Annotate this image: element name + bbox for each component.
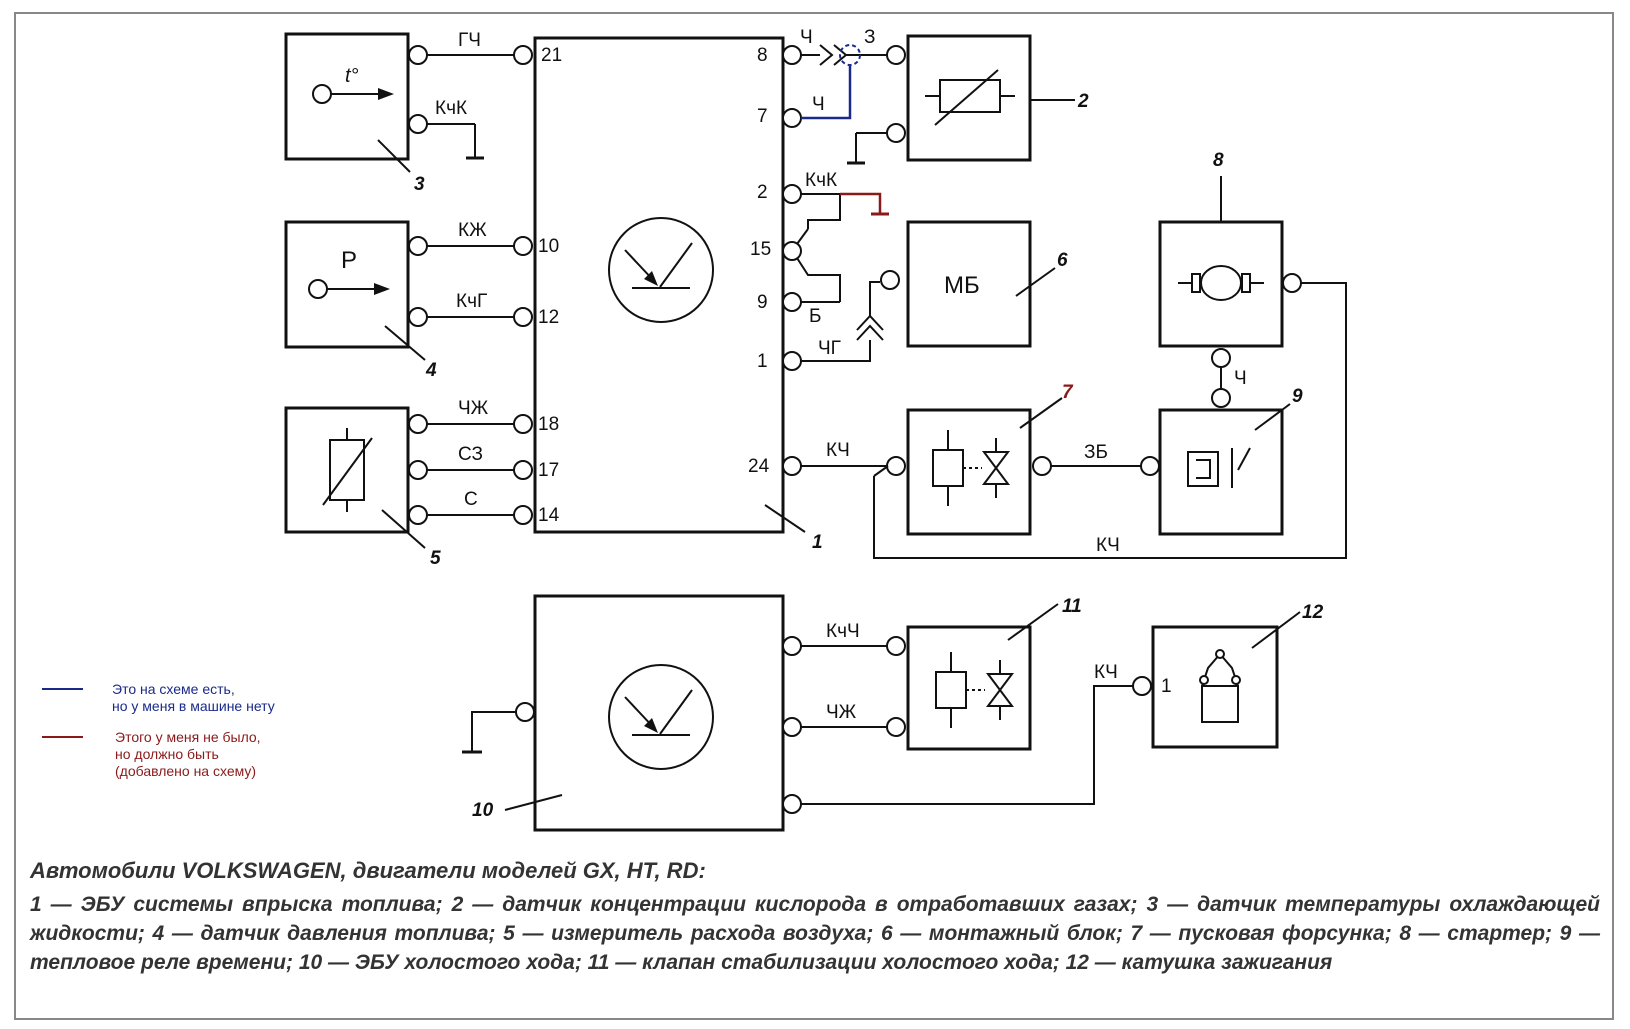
wire-kzh: КЖ bbox=[458, 220, 487, 241]
ecu-10-symbol bbox=[608, 664, 714, 770]
pin-9: 9 bbox=[757, 292, 768, 313]
legend-red-line1: Этого у меня не было, bbox=[115, 729, 261, 745]
caption-title: Автомобили VOLKSWAGEN, двигатели моделей… bbox=[30, 858, 706, 883]
pressure-sensor-box bbox=[284, 220, 410, 349]
thermal-relay-number: 9 bbox=[1292, 386, 1303, 407]
legend-red-line3: (добавлено на схему) bbox=[115, 763, 256, 779]
temp-sensor-number: 3 bbox=[414, 174, 425, 195]
mounting-block-label: МБ bbox=[944, 272, 980, 299]
wire-ch-7: Ч bbox=[812, 94, 825, 115]
pin-14: 14 bbox=[538, 505, 560, 526]
pressure-sensor-number: 4 bbox=[425, 360, 437, 381]
pressure-symbol: P bbox=[341, 247, 357, 274]
pin-10: 10 bbox=[538, 236, 559, 257]
wire-kchk-1: КчК bbox=[435, 98, 467, 119]
pin-1: 1 bbox=[757, 351, 768, 372]
temp-sensor-box bbox=[284, 32, 410, 161]
pin-7: 7 bbox=[757, 106, 768, 127]
pin-21: 21 bbox=[541, 45, 562, 66]
page-frame bbox=[14, 12, 1614, 1020]
legend-red-line2: но должно быть bbox=[115, 746, 219, 762]
ignition-coil-number: 12 bbox=[1302, 602, 1324, 623]
wire-chzh: ЧЖ bbox=[458, 398, 489, 419]
wire-kchg: КчГ bbox=[456, 291, 487, 312]
wire-kch-bottom: КЧ bbox=[1096, 535, 1120, 556]
red-wire bbox=[840, 192, 882, 214]
idle-valve-box bbox=[906, 625, 1032, 751]
wire-zb: ЗБ bbox=[1084, 442, 1108, 463]
wire-chzh-2: ЧЖ bbox=[826, 702, 857, 723]
start-injector-box bbox=[906, 408, 1032, 536]
ecu-1-number: 1 bbox=[812, 532, 823, 553]
legend-blue-line1: Это на схеме есть, bbox=[112, 681, 235, 697]
blue-wire bbox=[801, 65, 852, 120]
mounting-block-box bbox=[906, 220, 1032, 348]
caption-body: 1 — ЭБУ системы впрыска топлива; 2 — дат… bbox=[30, 893, 1600, 974]
start-injector-number: 7 bbox=[1062, 382, 1074, 403]
wire-kchch: КчЧ bbox=[826, 621, 860, 642]
pin-2: 2 bbox=[757, 182, 768, 203]
wire-kch-coil: КЧ bbox=[1094, 662, 1118, 683]
coil-pin-1: 1 bbox=[1161, 676, 1172, 697]
oxygen-sensor-number: 2 bbox=[1077, 91, 1089, 112]
pin-18: 18 bbox=[538, 414, 559, 435]
starter-number: 8 bbox=[1213, 150, 1224, 171]
wire-gch: ГЧ bbox=[458, 30, 481, 51]
wire-kch-24: КЧ bbox=[826, 440, 850, 461]
wire-s: С bbox=[464, 489, 478, 510]
pin-8: 8 bbox=[757, 45, 768, 66]
legend-blue-line2: но у меня в машине нету bbox=[112, 698, 275, 714]
wire-kchk-2: КчК bbox=[805, 170, 837, 191]
figure-caption: Автомобили VOLKSWAGEN, двигатели моделей… bbox=[30, 858, 1600, 977]
starter-motor-symbol bbox=[1200, 265, 1242, 301]
air-flow-meter-number: 5 bbox=[430, 548, 441, 569]
mounting-block-number: 6 bbox=[1057, 250, 1068, 271]
pin-24: 24 bbox=[748, 456, 770, 477]
wire-b: Б bbox=[809, 306, 821, 327]
pin-15: 15 bbox=[750, 239, 771, 260]
pin-17: 17 bbox=[538, 460, 559, 481]
ecu-1-symbol bbox=[608, 217, 714, 323]
wire-z: З bbox=[864, 27, 875, 48]
thermal-relay-box bbox=[1158, 408, 1284, 536]
wire-ch-8: Ч bbox=[800, 27, 813, 48]
pin-12: 12 bbox=[538, 307, 559, 328]
wire-chg: ЧГ bbox=[818, 338, 841, 359]
ecu-1-box bbox=[533, 36, 785, 534]
ecu-10-number: 10 bbox=[472, 800, 494, 821]
wire-sz: СЗ bbox=[458, 444, 483, 465]
idle-valve-number: 11 bbox=[1062, 596, 1082, 617]
temp-symbol: t° bbox=[345, 65, 359, 87]
wire-ch-starter: Ч bbox=[1234, 368, 1247, 389]
